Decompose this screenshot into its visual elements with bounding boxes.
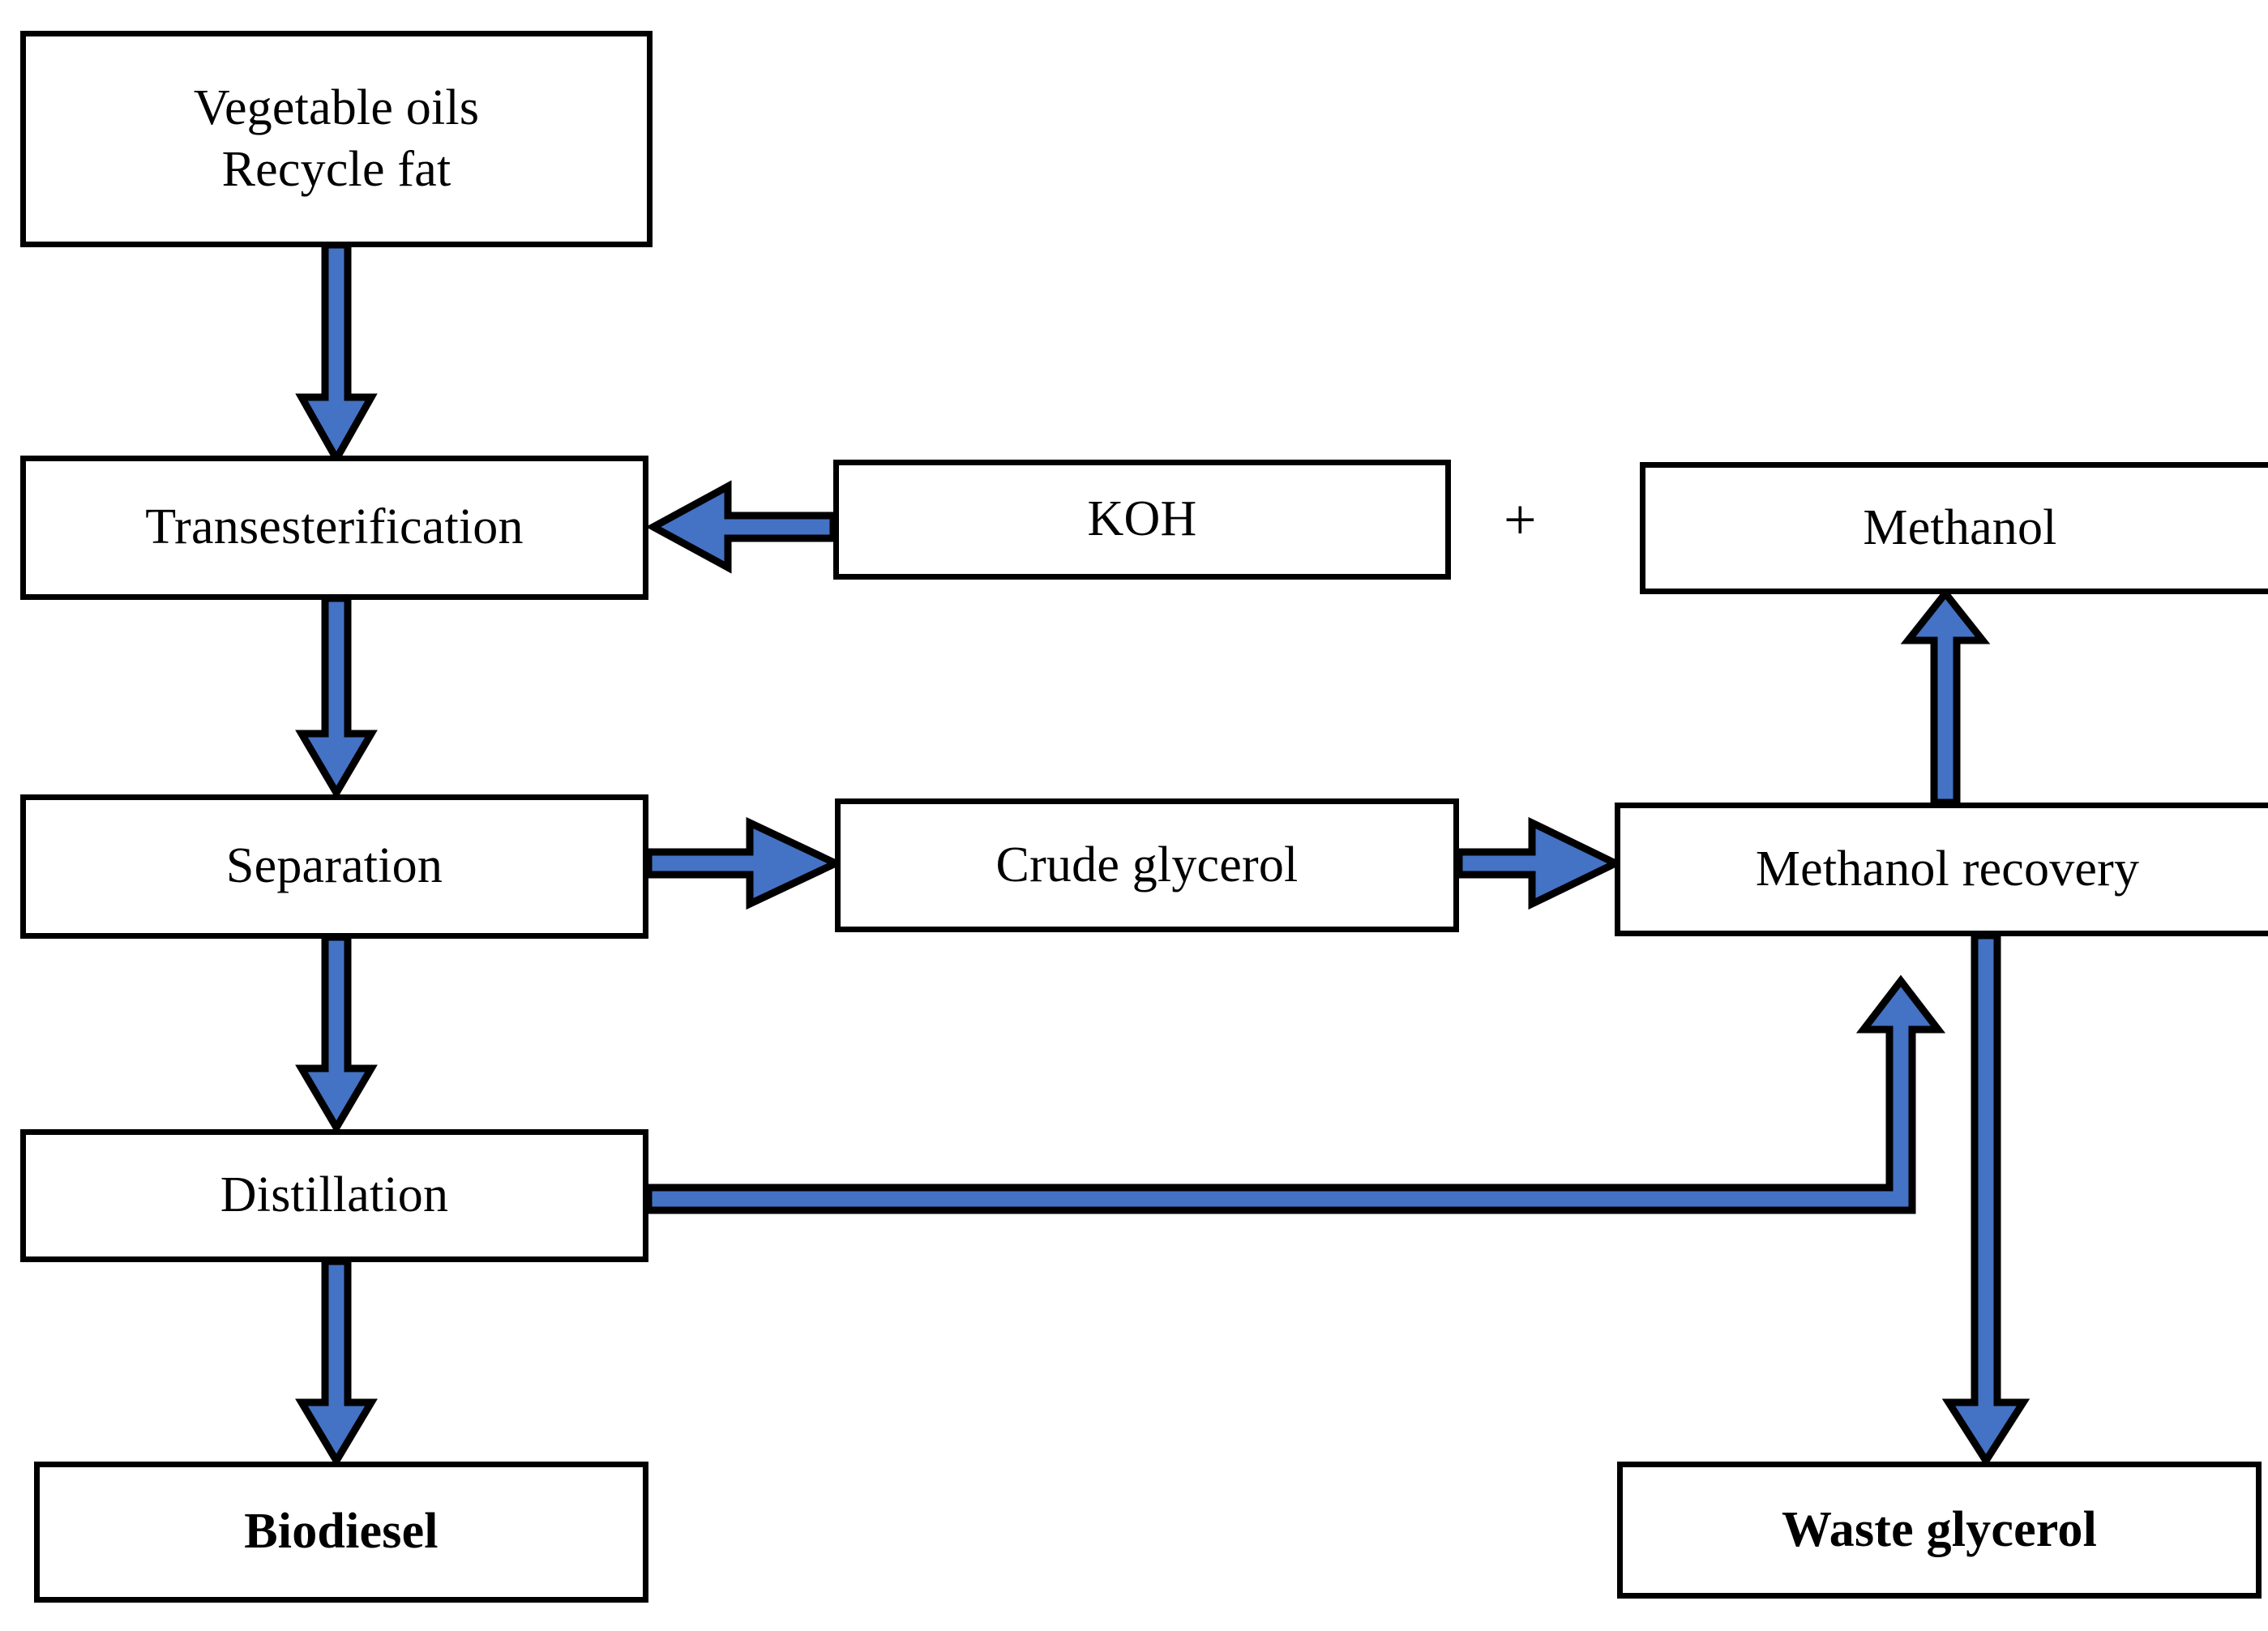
node-koh-label: KOH [1087,491,1197,547]
plus-operator-icon: + [1504,487,1537,552]
node-waste-glycerol[interactable]: Waste glycerol [1617,1462,2262,1599]
node-distillation-label: Distillation [220,1167,449,1223]
node-separation[interactable]: Separation [20,794,648,939]
edge-crude-glycerol-to-methanol-recovery [1455,816,1624,910]
edge-methanol-recovery-to-waste-glycerol [1941,931,2031,1468]
node-crude-glycerol-label: Crude glycerol [995,837,1299,893]
edge-distillation-to-biodiesel [295,1257,378,1468]
edge-distillation-to-methanol-recovery [644,974,1946,1214]
node-methanol-recovery[interactable]: Methanol recovery [1615,803,2268,936]
edge-feedstock-to-transesterification [295,241,378,467]
node-biodiesel[interactable]: Biodiesel [34,1462,648,1603]
edge-koh-to-transesterification [645,480,837,574]
node-distillation[interactable]: Distillation [20,1129,648,1262]
edge-transesterification-to-separation [295,594,378,800]
node-transesterification[interactable]: Transesterification [20,456,648,600]
node-feedstock-label: Vegetable oils Recycle fat [193,79,480,197]
edge-separation-to-distillation [295,933,378,1135]
edge-methanol-recovery-to-methanol [1900,587,1991,807]
node-koh[interactable]: KOH [833,460,1451,580]
node-waste-glycerol-label: Waste glycerol [1781,1501,2098,1557]
node-methanol-recovery-label: Methanol recovery [1755,841,2140,897]
node-methanol[interactable]: Methanol [1640,462,2268,594]
node-feedstock[interactable]: Vegetable oils Recycle fat [20,31,653,247]
node-separation-label: Separation [225,838,443,894]
node-methanol-label: Methanol [1863,499,2057,555]
node-biodiesel-label: Biodiesel [244,1504,439,1560]
node-crude-glycerol[interactable]: Crude glycerol [835,798,1459,932]
edge-separation-to-crude-glycerol [644,816,845,910]
node-transesterification-label: Transesterification [145,499,524,555]
